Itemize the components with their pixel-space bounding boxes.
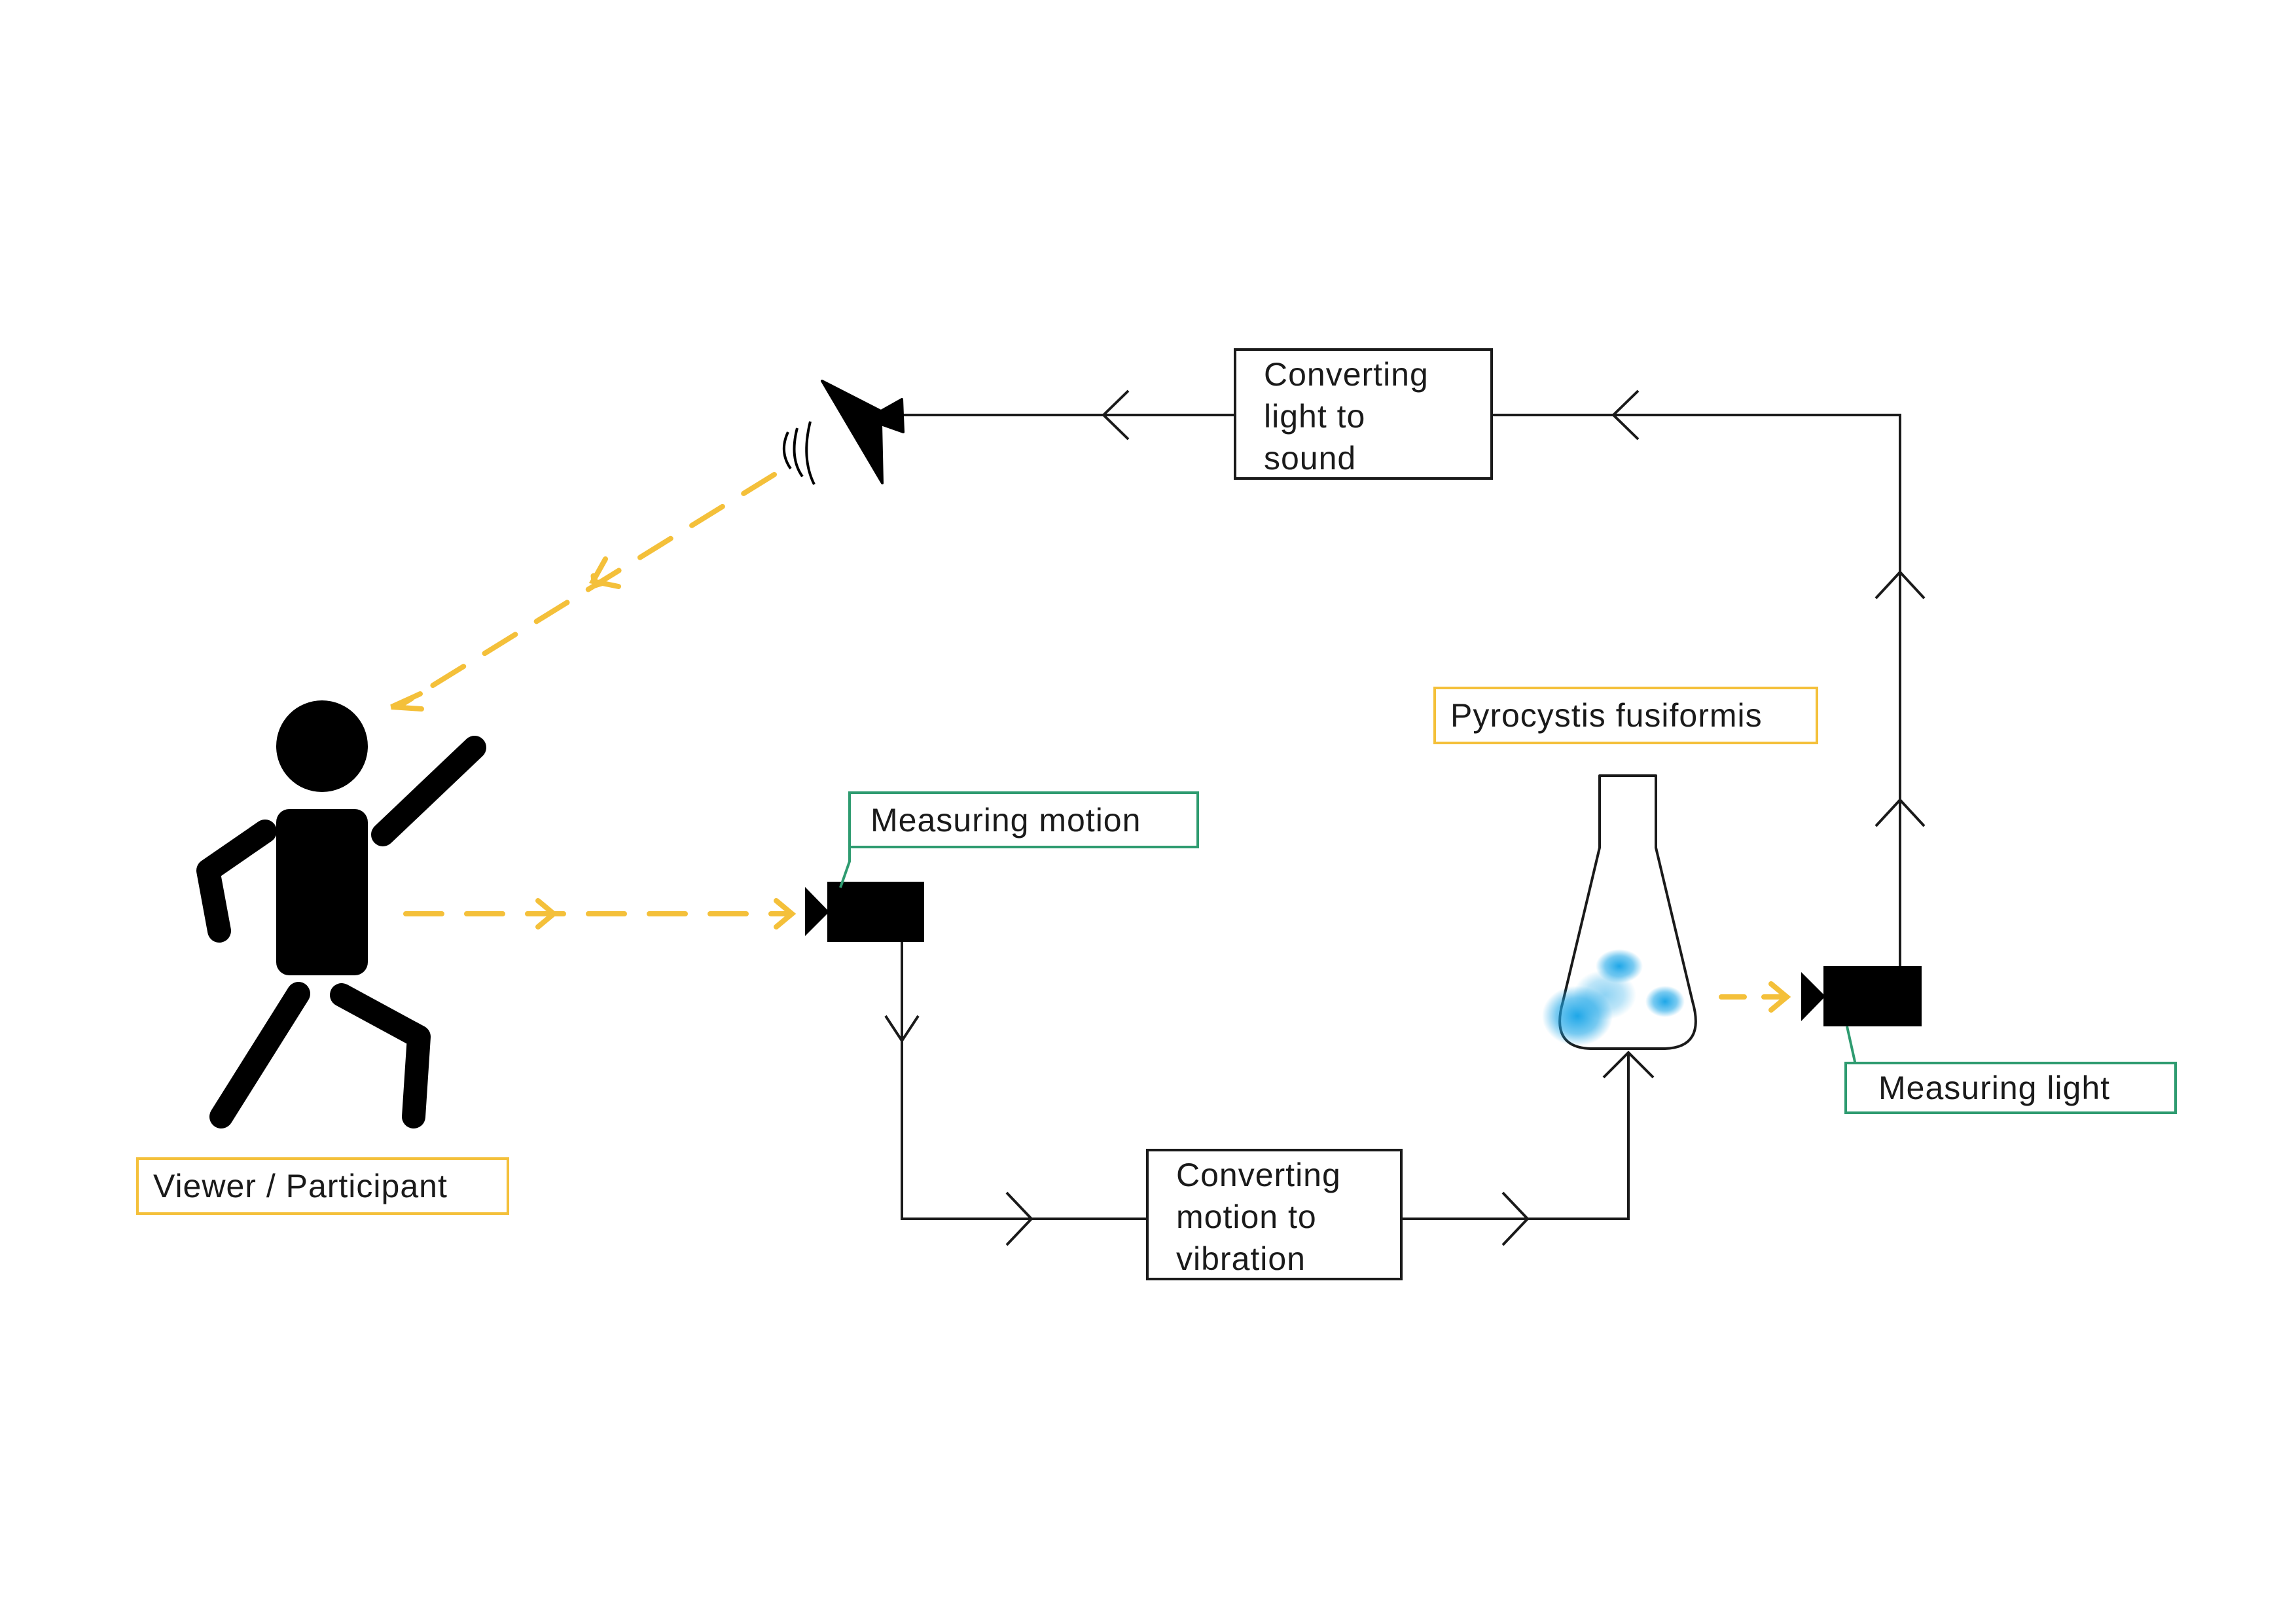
viewer-participant-label: Viewer / Participant (136, 1157, 509, 1215)
signal-arrows (390, 472, 1791, 1013)
arrowhead (535, 898, 558, 929)
arrow-right (1005, 1191, 1033, 1246)
arrowhead (774, 898, 797, 929)
measuring-light-label: Measuring light (1844, 1062, 2177, 1114)
arrow-left (1611, 389, 1640, 441)
arrowhead (390, 691, 424, 712)
connector-motion-to-vibration (901, 941, 1146, 1220)
erlenmeyer-flask-icon (1542, 774, 1697, 1050)
speaker-icon (783, 380, 905, 485)
person-figure-icon (196, 700, 486, 1128)
arrowhead (588, 556, 621, 589)
converting-light-to-sound-box: Converting light to sound (1234, 348, 1493, 480)
arrow-up (1602, 1051, 1655, 1079)
arrow-up (1874, 570, 1926, 600)
video-camera-icon (1801, 966, 1922, 1026)
bioluminescent-glow (1542, 949, 1685, 1046)
arrow-left (1102, 389, 1130, 441)
arrow-down (884, 1015, 920, 1043)
measuring-motion-label: Measuring motion (848, 791, 1199, 848)
connector-vibration-to-flask (1403, 1053, 1630, 1220)
video-camera-icon (805, 882, 924, 942)
arrow-right (1501, 1191, 1530, 1246)
connector-lines (884, 389, 1926, 1246)
arrow-up (1874, 798, 1926, 827)
converting-motion-to-vibration-box: Converting motion to vibration (1146, 1149, 1403, 1280)
connector-light-to-sound (1493, 414, 1901, 969)
pyrocystis-fusiformis-label: Pyrocystis fusiformis (1433, 687, 1818, 744)
arrowhead (1768, 981, 1791, 1013)
sound-to-viewer-dashed-arrow (395, 472, 777, 710)
